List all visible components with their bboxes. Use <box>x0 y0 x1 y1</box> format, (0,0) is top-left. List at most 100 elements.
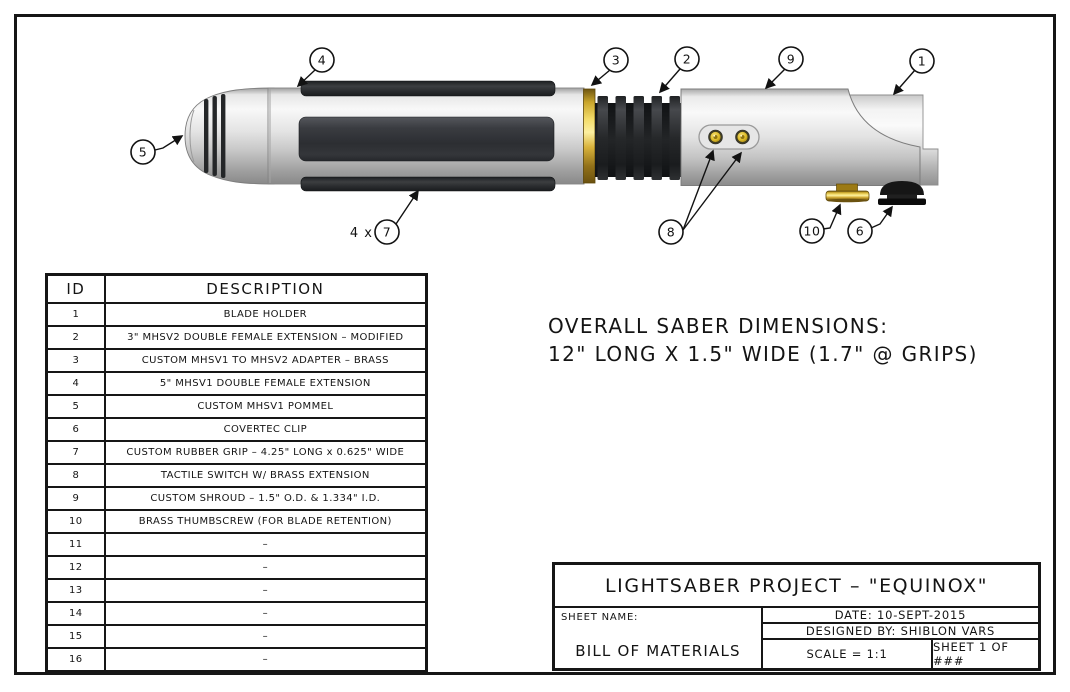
project-title: LIGHTSABER PROJECT – "EQUINOX" <box>555 565 1038 608</box>
callout-3: 3 <box>590 47 629 87</box>
bom-cell-id: 9 <box>45 486 106 511</box>
bom-table-row: 2 3" MHSV2 DOUBLE FEMALE EXTENSION – MOD… <box>45 325 428 350</box>
bom-cell-id: 7 <box>45 440 106 465</box>
bom-header-id: ID <box>45 273 106 304</box>
grip-strip-middle <box>298 116 555 162</box>
bom-table-row: 10 BRASS THUMBSCREW (FOR BLADE RETENTION… <box>45 509 428 534</box>
bom-cell-description: 5" MHSV1 DOUBLE FEMALE EXTENSION <box>103 371 428 396</box>
bom-table-row: 8 TACTILE SWITCH W/ BRASS EXTENSION <box>45 463 428 488</box>
sheet-name-cell: SHEET NAME: BILL OF MATERIALS <box>555 608 763 668</box>
bom-cell-description: – <box>103 601 428 626</box>
bom-cell-id: 8 <box>45 463 106 488</box>
switch-buttons <box>698 124 760 150</box>
bom-table-row: 16 – <box>45 647 428 673</box>
bom-cell-description: TACTILE SWITCH W/ BRASS EXTENSION <box>103 463 428 488</box>
designed-by-cell: DESIGNED BY: SHIBLON VARS <box>763 624 1038 640</box>
callout-2: 2 <box>658 46 700 94</box>
title-block: LIGHTSABER PROJECT – "EQUINOX" SHEET NAM… <box>552 562 1041 671</box>
svg-text:4: 4 <box>318 53 326 68</box>
bom-table-row: 6 COVERTEC CLIP <box>45 417 428 442</box>
bom-cell-id: 3 <box>45 348 106 373</box>
bom-table-row: 7 CUSTOM RUBBER GRIP – 4.25" LONG x 0.62… <box>45 440 428 465</box>
bom-cell-id: 14 <box>45 601 106 626</box>
bom-cell-id: 11 <box>45 532 106 557</box>
scale-cell: SCALE = 1:1 <box>763 640 933 668</box>
svg-text:1: 1 <box>918 54 926 69</box>
bom-cell-id: 4 <box>45 371 106 396</box>
bom-table-row: 15 – <box>45 624 428 649</box>
bom-cell-description: – <box>103 555 428 580</box>
bom-table-row: 14 – <box>45 601 428 626</box>
bom-table-row: 1 BLADE HOLDER <box>45 302 428 327</box>
switch-button <box>735 129 750 145</box>
switch-button <box>708 129 723 145</box>
ribbed-extension <box>595 96 681 180</box>
grip-qty-label: 4 x <box>350 226 373 241</box>
pommel-groove <box>212 96 217 176</box>
bom-cell-description: BLADE HOLDER <box>103 302 428 327</box>
callout-8: 8 <box>658 149 742 245</box>
bom-cell-description: – <box>103 578 428 603</box>
thumbscrew <box>825 183 870 203</box>
bom-cell-description: – <box>103 532 428 557</box>
bom-cell-description: CUSTOM MHSV1 POMMEL <box>103 394 428 419</box>
bom-cell-id: 12 <box>45 555 106 580</box>
scale-sheet-row: SCALE = 1:1 SHEET 1 OF ### <box>763 640 1038 668</box>
bom-table-row: 13 – <box>45 578 428 603</box>
covertec-clip <box>878 181 926 205</box>
bom-cell-id: 15 <box>45 624 106 649</box>
svg-text:3: 3 <box>612 53 620 68</box>
bom-cell-id: 10 <box>45 509 106 534</box>
grip-strip-top <box>300 80 556 97</box>
bom-cell-description: BRASS THUMBSCREW (FOR BLADE RETENTION) <box>103 509 428 534</box>
bom-table-row: 11 – <box>45 532 428 557</box>
svg-text:8: 8 <box>667 225 675 240</box>
bom-cell-description: – <box>103 647 428 673</box>
bom-header-description: DESCRIPTION <box>103 273 428 304</box>
svg-text:10: 10 <box>804 224 821 239</box>
date-cell: DATE: 10-SEPT-2015 <box>763 608 1038 624</box>
bom-cell-id: 6 <box>45 417 106 442</box>
sheet-name-label: SHEET NAME: <box>561 612 639 623</box>
callout-4: 4 <box>296 47 335 88</box>
bom-cell-id: 2 <box>45 325 106 350</box>
callout-1: 1 <box>892 48 935 96</box>
callout-6: 6 <box>847 205 893 244</box>
bom-table-body: ID DESCRIPTION 1 BLADE HOLDER 2 3" MHSV2… <box>45 273 428 673</box>
bom-cell-id: 13 <box>45 578 106 603</box>
bom-cell-description: – <box>103 624 428 649</box>
bom-cell-description: 3" MHSV2 DOUBLE FEMALE EXTENSION – MODIF… <box>103 325 428 350</box>
pommel <box>184 87 275 185</box>
bom-cell-description: COVERTEC CLIP <box>103 417 428 442</box>
pommel-groove <box>221 94 226 178</box>
svg-text:5: 5 <box>139 145 147 160</box>
callout-7: 7 4 x <box>350 189 419 245</box>
bom-table-row: 4 5" MHSV1 DOUBLE FEMALE EXTENSION <box>45 371 428 396</box>
sheet-name-value: BILL OF MATERIALS <box>575 642 741 660</box>
dimension-notes: OVERALL SABER DIMENSIONS: 12" LONG X 1.5… <box>548 312 978 368</box>
grip-strip-bottom <box>300 176 556 192</box>
pommel-groove <box>204 99 209 173</box>
bill-of-materials: ID DESCRIPTION 1 BLADE HOLDER 2 3" MHSV2… <box>45 273 428 673</box>
bom-table-row: 3 CUSTOM MHSV1 TO MHSV2 ADAPTER – BRASS <box>45 348 428 373</box>
bom-table-row: 9 CUSTOM SHROUD – 1.5" O.D. & 1.334" I.D… <box>45 486 428 511</box>
notes-line-1: OVERALL SABER DIMENSIONS: <box>548 314 889 338</box>
bom-cell-id: 16 <box>45 647 106 673</box>
bom-cell-description: CUSTOM MHSV1 TO MHSV2 ADAPTER – BRASS <box>103 348 428 373</box>
bom-cell-description: CUSTOM RUBBER GRIP – 4.25" LONG x 0.625"… <box>103 440 428 465</box>
saber-illustration: 4 3 2 9 1 5 7 4 x 8 10 <box>130 46 939 245</box>
bom-header-row: ID DESCRIPTION <box>45 273 428 304</box>
svg-text:9: 9 <box>787 52 795 67</box>
bom-cell-id: 1 <box>45 302 106 327</box>
bom-table-row: 5 CUSTOM MHSV1 POMMEL <box>45 394 428 419</box>
callout-5: 5 <box>130 135 184 165</box>
svg-text:7: 7 <box>383 225 391 240</box>
svg-text:6: 6 <box>856 224 864 239</box>
callout-9: 9 <box>764 46 804 90</box>
notes-line-2: 12" LONG X 1.5" WIDE (1.7" @ GRIPS) <box>548 342 978 366</box>
bom-table-row: 12 – <box>45 555 428 580</box>
sheet-number-cell: SHEET 1 OF ### <box>933 640 1009 668</box>
bom-cell-id: 5 <box>45 394 106 419</box>
brass-adapter-ring <box>583 88 596 184</box>
callout-10: 10 <box>799 203 842 244</box>
